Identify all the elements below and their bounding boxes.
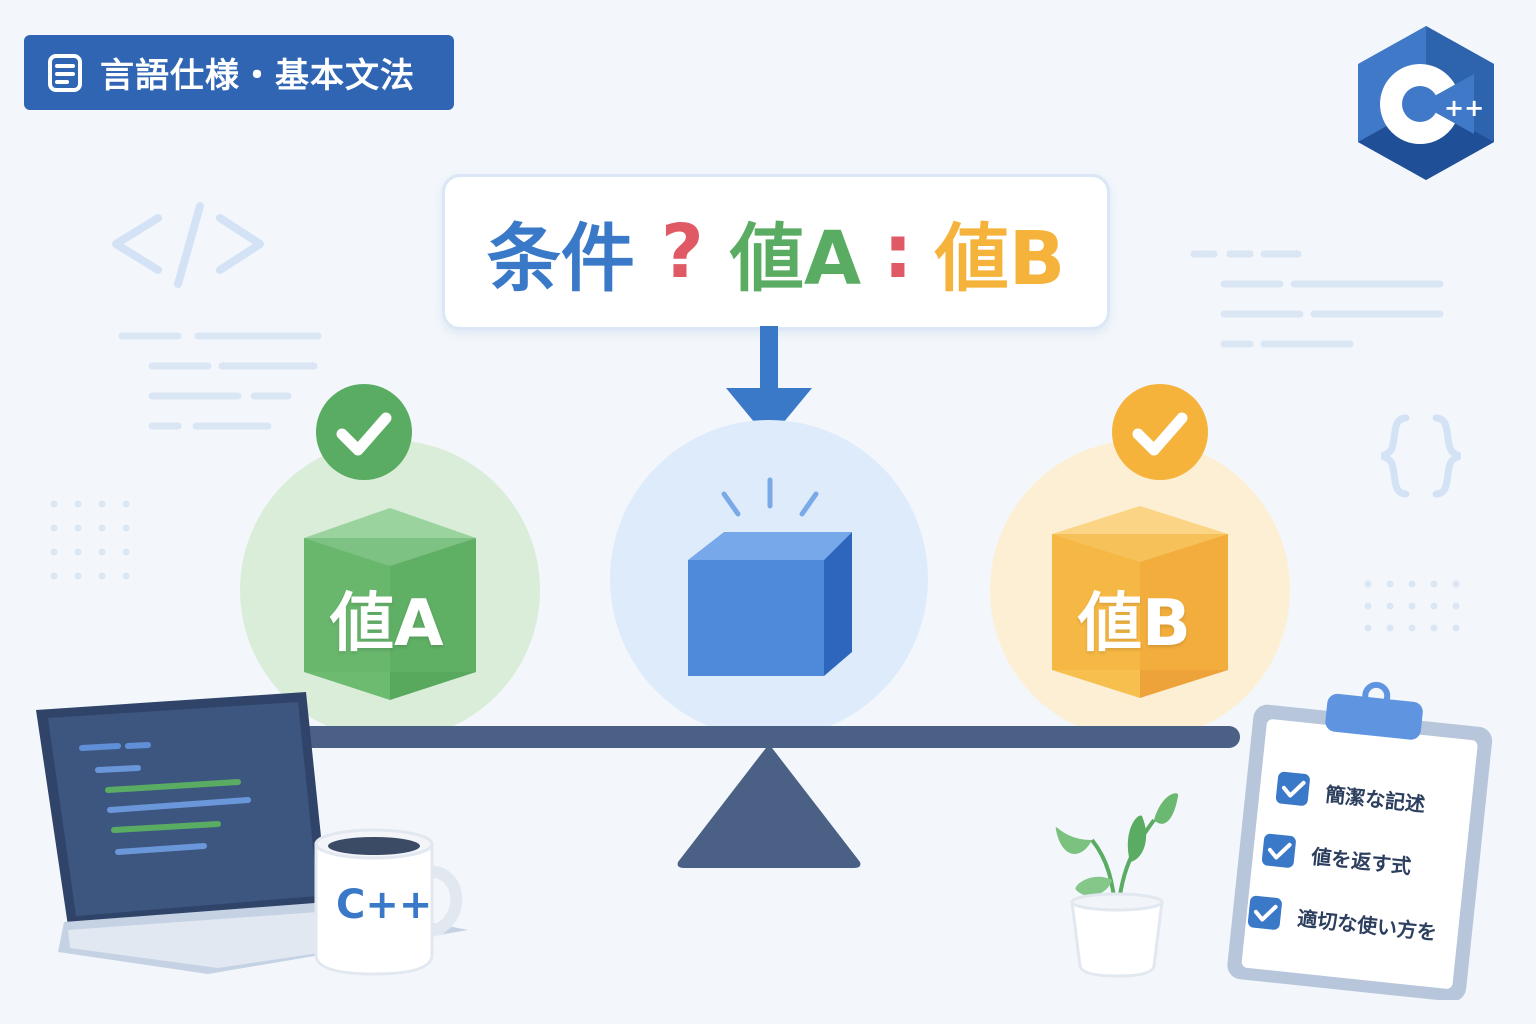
decoration-dot <box>1408 602 1416 610</box>
decoration-dot <box>50 524 58 532</box>
seesaw-fulcrum <box>676 744 862 874</box>
cube-a-label: 値A <box>330 587 444 661</box>
checkbox-checked-icon <box>1247 895 1282 930</box>
decoration-dot <box>98 524 106 532</box>
decoration-dot <box>1364 580 1372 588</box>
decoration-dot <box>74 524 82 532</box>
cube-b <box>1048 504 1232 704</box>
decoration-dot <box>98 572 106 580</box>
check-a-icon <box>316 384 412 484</box>
decoration-dot <box>1430 624 1438 632</box>
expr-condition: 条件 <box>486 215 635 302</box>
decoration-dot <box>74 572 82 580</box>
decoration-dot <box>1386 580 1394 588</box>
badge-label: 言語仕様・基本文法 <box>100 56 415 96</box>
decoration-dot <box>98 548 106 556</box>
decoration-dot <box>74 548 82 556</box>
text-lines-right-decoration <box>1190 248 1450 362</box>
decoration-dot <box>122 524 130 532</box>
checkbox-checked-icon <box>1275 771 1310 806</box>
decoration-dot <box>50 500 58 508</box>
decoration-dot <box>1430 602 1438 610</box>
decoration-dot <box>1430 580 1438 588</box>
dot-grid-right-decoration <box>1362 578 1462 652</box>
seesaw-beam <box>280 726 1240 748</box>
decoration-dot <box>1386 624 1394 632</box>
plant <box>1052 790 1182 984</box>
checklist-item-1: 簡潔な記述 <box>1274 770 1427 819</box>
decoration-dot <box>1408 580 1416 588</box>
cpp-logo-suffix: ++ <box>1444 94 1484 122</box>
decoration-dot <box>1364 624 1372 632</box>
expr-value-b: 値B <box>934 215 1066 302</box>
decoration-dot <box>122 500 130 508</box>
cpp-mug <box>314 828 474 982</box>
decoration-dot <box>122 548 130 556</box>
cube-condition <box>684 530 854 682</box>
mug-label: C++ <box>336 882 433 928</box>
checklist-item-2: 値を返す式 <box>1260 832 1413 881</box>
ternary-expression-box: 条件 ? 値A : 値B <box>442 174 1110 330</box>
braces-icon <box>1381 414 1461 498</box>
decoration-dot <box>122 572 130 580</box>
decoration-dot <box>74 500 82 508</box>
cpp-logo: ++ <box>1354 24 1498 186</box>
checklist-clipboard: 簡潔な記述 値を返す式 適切な使い方を <box>1200 680 1500 1000</box>
laptop <box>28 690 478 984</box>
expr-value-a: 値A <box>729 215 862 302</box>
braces-decoration <box>1376 412 1466 506</box>
code-tag-decoration <box>108 196 268 295</box>
expr-colon: : <box>883 209 913 295</box>
decoration-dot <box>1408 624 1416 632</box>
document-icon <box>48 53 82 92</box>
check-b-icon <box>1112 384 1208 484</box>
checklist-item-3: 適切な使い方を <box>1246 894 1439 948</box>
expr-question: ? <box>660 209 704 295</box>
category-badge: 言語仕様・基本文法 <box>24 35 454 110</box>
spark-lines <box>716 476 826 530</box>
down-arrow <box>726 326 812 446</box>
decoration-dot <box>98 500 106 508</box>
spark-icon <box>721 477 819 517</box>
code-tag-icon <box>112 202 264 288</box>
decoration-dot <box>50 572 58 580</box>
cpp-hexagon-icon: ++ <box>1358 26 1494 180</box>
decoration-dot <box>1386 602 1394 610</box>
down-arrow-icon <box>726 326 812 440</box>
cube-b-label: 値B <box>1078 587 1191 661</box>
decoration-dot <box>1452 602 1460 610</box>
cube-a <box>300 506 480 706</box>
decoration-dot <box>50 548 58 556</box>
decoration-dot <box>1452 624 1460 632</box>
text-lines-left-decoration <box>118 330 328 444</box>
checkbox-checked-icon <box>1261 833 1296 868</box>
decoration-dot <box>1452 580 1460 588</box>
dot-grid-left-decoration <box>48 498 138 592</box>
decoration-dot <box>1364 602 1372 610</box>
